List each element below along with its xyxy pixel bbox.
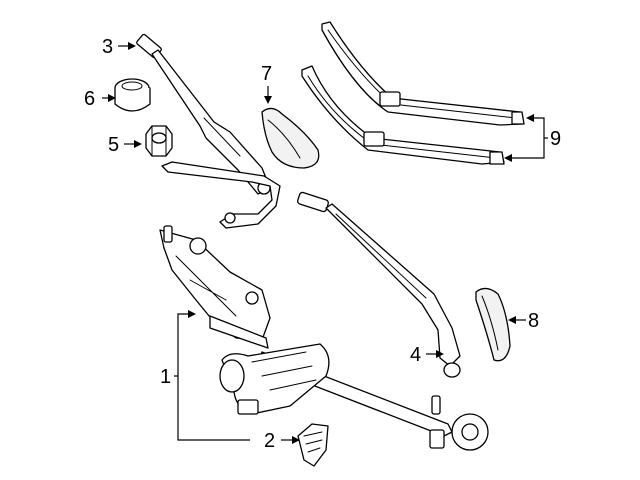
callout-2: 2 (264, 430, 275, 452)
callout-3: 3 (102, 36, 113, 58)
callout-8: 8 (528, 310, 539, 332)
wiper-arm-right[interactable] (297, 191, 461, 378)
bracket-clip[interactable] (297, 423, 329, 467)
callout-1: 1 (160, 366, 171, 388)
nut-cap[interactable] (114, 78, 151, 112)
leader-lines (102, 42, 548, 444)
wiper-blade-lower[interactable] (301, 65, 505, 165)
arm-cap[interactable] (475, 287, 511, 362)
hex-nut[interactable] (145, 125, 173, 157)
callout-9: 9 (550, 128, 561, 150)
callout-5: 5 (108, 134, 119, 156)
arm-cover[interactable] (261, 107, 320, 169)
wiper-blade-upper[interactable] (321, 21, 525, 126)
callout-4: 4 (410, 344, 421, 366)
wiper-motor-linkage[interactable] (159, 225, 489, 451)
callout-6: 6 (84, 88, 95, 110)
callout-labels: 1 2 3 4 5 6 7 8 9 (84, 36, 561, 452)
callout-7: 7 (261, 63, 272, 85)
linkage-crank (161, 161, 281, 229)
